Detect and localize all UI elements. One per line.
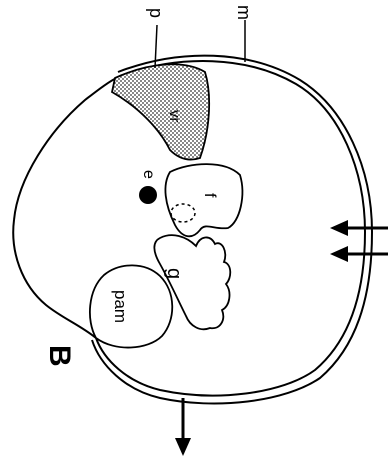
label-g: g [163,268,185,279]
pam-circle [90,265,172,347]
vr-region [112,64,209,159]
label-pam: pam [111,290,130,323]
f-structure [165,164,242,236]
label-e: e [140,170,157,179]
down-arrow [175,398,191,456]
panel-letter: B [43,345,76,367]
eye-dot [139,186,157,204]
double-arrow-left [330,220,388,262]
label-m: m [234,5,254,20]
label-p: p [146,8,166,18]
label-vr: vr [166,110,183,123]
p-leader-line [155,25,157,68]
label-f: f [201,193,218,198]
